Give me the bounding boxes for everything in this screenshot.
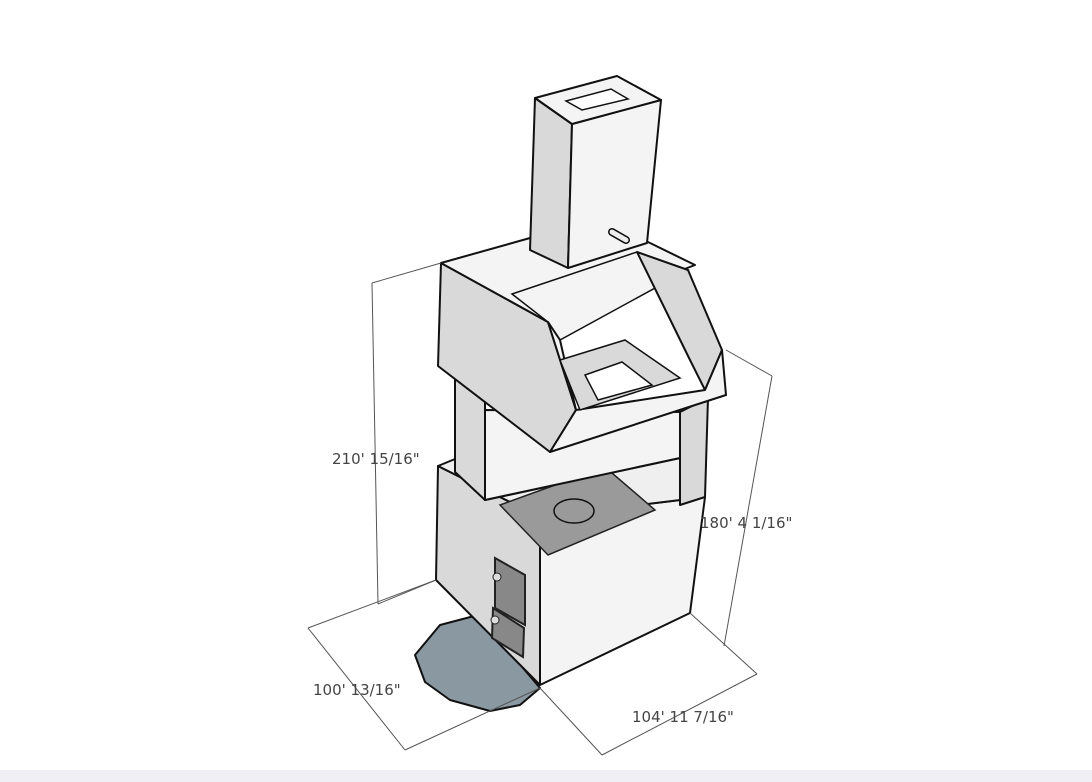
chimney-left-face bbox=[529, 97, 573, 269]
burner-circle bbox=[553, 498, 595, 524]
lower-door bbox=[490, 606, 526, 659]
door-knob-icon bbox=[490, 615, 500, 625]
dimension-depth: 100' 13/16" bbox=[313, 681, 401, 699]
hood-opening bbox=[510, 251, 690, 341]
hood-well-hole bbox=[583, 361, 654, 401]
upper-door bbox=[494, 556, 526, 627]
chimney-pipe-icon bbox=[608, 228, 630, 244]
right-column bbox=[679, 397, 709, 506]
dimension-width: 104' 11 7/16" bbox=[632, 708, 734, 726]
chimney-front-face bbox=[567, 99, 662, 269]
chimney-opening bbox=[564, 88, 630, 111]
door-knob-icon bbox=[492, 572, 502, 582]
ground-circle bbox=[414, 614, 541, 712]
status-bar bbox=[0, 770, 1092, 782]
dimension-height-right: 180' 4 1/16" bbox=[700, 514, 793, 532]
dimension-lines bbox=[307, 262, 773, 756]
dimension-height-left: 210' 15/16" bbox=[332, 450, 420, 468]
